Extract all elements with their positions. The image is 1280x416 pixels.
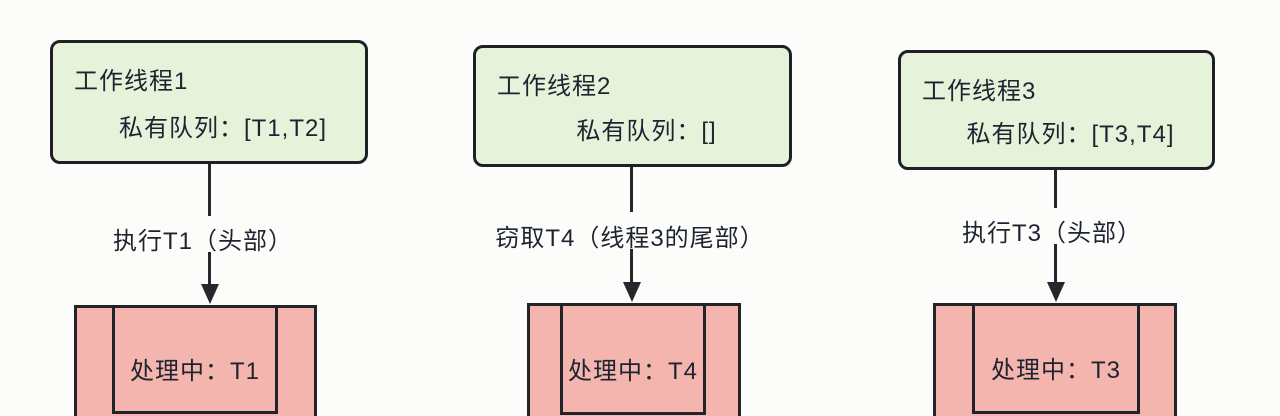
- arrow-line-1-lower: [208, 252, 211, 284]
- processing-box-2-inner: 处理中：T4: [560, 306, 706, 415]
- processing-box-3-inner: 处理中：T3: [972, 306, 1140, 414]
- arrow-label-1: 执行T1（头部）: [112, 228, 294, 255]
- processing-text-2: 处理中：T4: [567, 357, 698, 385]
- arrow-label-3: 执行T3（头部）: [961, 220, 1143, 247]
- arrow-line-2-upper: [630, 167, 633, 212]
- arrow-label-2: 窃取T4（线程3的尾部）: [495, 225, 765, 252]
- worker-thread-1-queue: 私有队列：[T1,T2]: [118, 115, 328, 142]
- worker-thread-1-title: 工作线程1: [74, 68, 189, 95]
- worker-thread-3-box: 工作线程3 私有队列：[T3,T4]: [898, 50, 1215, 170]
- worker-thread-3-queue: 私有队列：[T3,T4]: [966, 121, 1175, 148]
- processing-box-1: 处理中：T1: [74, 305, 317, 416]
- arrow-down-icon: [1047, 282, 1065, 302]
- arrow-line-1-upper: [208, 164, 211, 216]
- processing-box-3: 处理中：T3: [933, 303, 1177, 416]
- worker-thread-2-title: 工作线程2: [497, 73, 612, 100]
- worker-thread-2-queue: 私有队列：[]: [576, 118, 717, 145]
- worker-thread-3-title: 工作线程3: [922, 78, 1037, 105]
- arrow-line-3-lower: [1054, 244, 1057, 282]
- arrow-down-icon: [623, 282, 641, 302]
- arrow-line-3-upper: [1054, 170, 1057, 208]
- processing-box-1-inner: 处理中：T1: [112, 308, 278, 414]
- processing-box-2: 处理中：T4: [527, 303, 741, 416]
- arrow-line-2-lower: [630, 249, 633, 282]
- processing-text-3: 处理中：T3: [990, 357, 1121, 384]
- worker-thread-2-box: 工作线程2 私有队列：[]: [473, 45, 792, 167]
- processing-text-1: 处理中：T1: [129, 358, 260, 385]
- arrow-down-icon: [201, 284, 219, 304]
- worker-thread-1-box: 工作线程1 私有队列：[T1,T2]: [50, 40, 368, 164]
